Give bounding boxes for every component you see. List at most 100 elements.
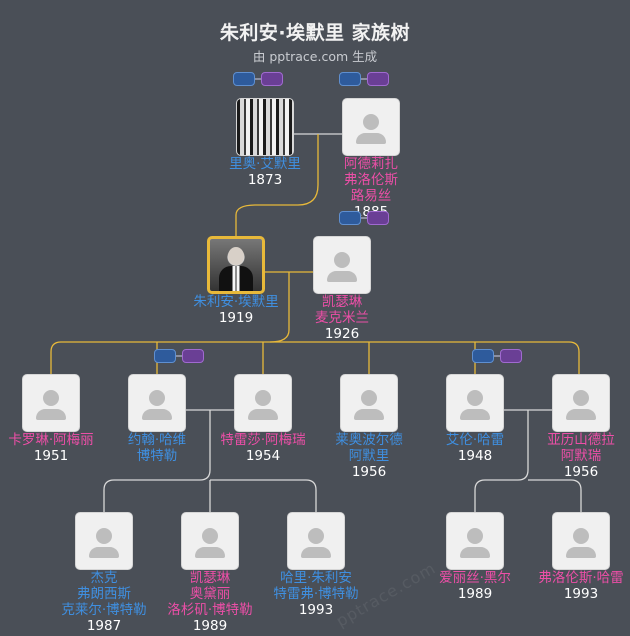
person-card-alice[interactable] bbox=[446, 512, 504, 570]
avatar-placeholder-icon bbox=[43, 390, 59, 406]
expand-toggle[interactable] bbox=[154, 349, 206, 363]
person-card-julian[interactable] bbox=[207, 236, 265, 294]
avatar-placeholder-icon bbox=[96, 528, 112, 544]
person-photo bbox=[342, 98, 400, 156]
person-name: 凯瑟琳 奥黛丽 洛杉矶·博特勒 bbox=[167, 570, 253, 618]
person-name: 亚历山德拉 阿默瑞 bbox=[547, 432, 615, 464]
expand-spouse-button[interactable] bbox=[367, 211, 389, 225]
expand-toggle[interactable] bbox=[472, 349, 524, 363]
expand-ancestors-button[interactable] bbox=[472, 349, 494, 363]
avatar-placeholder-body bbox=[356, 133, 386, 144]
avatar-placeholder-body bbox=[460, 547, 490, 558]
avatar-placeholder-body bbox=[248, 409, 278, 420]
expand-toggle[interactable] bbox=[339, 72, 391, 86]
person-name: 弗洛伦斯·哈雷 bbox=[538, 570, 624, 586]
person-card-theresa[interactable] bbox=[234, 374, 292, 432]
avatar-placeholder-body bbox=[354, 409, 384, 420]
person-card-caroline[interactable] bbox=[22, 374, 80, 432]
person-photo bbox=[236, 98, 294, 156]
birth-year: 1956 bbox=[563, 464, 599, 480]
portrait-photo bbox=[210, 239, 262, 291]
avatar-placeholder-icon bbox=[573, 528, 589, 544]
parent-child-line bbox=[103, 410, 211, 512]
expand-ancestors-button[interactable] bbox=[233, 72, 255, 86]
person-card-leopold[interactable] bbox=[340, 374, 398, 432]
person-name: 莱奥波尔德 阿默里 bbox=[335, 432, 403, 464]
avatar-placeholder-body bbox=[327, 271, 357, 282]
expand-ancestors-button[interactable] bbox=[154, 349, 176, 363]
person-photo bbox=[128, 374, 186, 432]
person-name: 爱丽丝·黑尔 bbox=[439, 570, 511, 586]
person-card-john[interactable] bbox=[128, 374, 186, 432]
person-name: 哈里·朱利安 特雷弗·博特勒 bbox=[273, 570, 359, 602]
person-name: 约翰·哈维 博特勒 bbox=[127, 432, 187, 464]
person-photo bbox=[552, 374, 610, 432]
avatar-placeholder-icon bbox=[573, 390, 589, 406]
expand-spouse-button[interactable] bbox=[182, 349, 204, 363]
avatar-placeholder-icon bbox=[467, 390, 483, 406]
expand-spouse-button[interactable] bbox=[261, 72, 283, 86]
person-photo bbox=[340, 374, 398, 432]
avatar-placeholder-icon bbox=[308, 528, 324, 544]
birth-year: 1919 bbox=[218, 310, 254, 326]
page-title: 朱利安·埃默里 家族树 bbox=[219, 22, 411, 44]
avatar-placeholder-body bbox=[566, 547, 596, 558]
birth-year: 1993 bbox=[298, 602, 334, 618]
person-card-leo[interactable] bbox=[236, 98, 294, 156]
avatar-placeholder-icon bbox=[361, 390, 377, 406]
person-card-catherine[interactable] bbox=[313, 236, 371, 294]
expand-toggle[interactable] bbox=[233, 72, 285, 86]
toggle-link bbox=[361, 217, 367, 219]
person-card-alan[interactable] bbox=[446, 374, 504, 432]
expand-spouse-button[interactable] bbox=[500, 349, 522, 363]
birth-year: 1926 bbox=[324, 326, 360, 342]
person-card-harry[interactable] bbox=[287, 512, 345, 570]
person-name: 艾伦·哈雷 bbox=[445, 432, 505, 448]
person-photo bbox=[446, 374, 504, 432]
person-photo bbox=[207, 236, 265, 294]
person-card-alexandra[interactable] bbox=[552, 374, 610, 432]
avatar-placeholder-body bbox=[36, 409, 66, 420]
person-name: 杰克 弗朗西斯 克莱尔·博特勒 bbox=[61, 570, 147, 618]
avatar-placeholder-icon bbox=[202, 528, 218, 544]
person-label: 约翰·哈维 博特勒 bbox=[92, 432, 222, 464]
person-card-jack[interactable] bbox=[75, 512, 133, 570]
person-card-katherine2[interactable] bbox=[181, 512, 239, 570]
sibling-bar bbox=[50, 341, 580, 374]
person-name: 凯瑟琳 麦克米兰 bbox=[315, 294, 369, 326]
person-name: 阿德莉扎 弗洛伦斯 路易丝 bbox=[344, 156, 398, 204]
person-card-florence[interactable] bbox=[552, 512, 610, 570]
avatar-placeholder-body bbox=[460, 409, 490, 420]
person-card-adelaide[interactable] bbox=[342, 98, 400, 156]
avatar-placeholder-body bbox=[89, 547, 119, 558]
expand-spouse-button[interactable] bbox=[367, 72, 389, 86]
birth-year: 1993 bbox=[563, 586, 599, 602]
expand-toggle[interactable] bbox=[339, 211, 391, 225]
person-photo bbox=[75, 512, 133, 570]
person-photo bbox=[22, 374, 80, 432]
expand-ancestors-button[interactable] bbox=[339, 211, 361, 225]
birth-year: 1987 bbox=[86, 618, 122, 634]
parent-child-line bbox=[210, 479, 317, 512]
person-photo bbox=[446, 512, 504, 570]
person-photo bbox=[234, 374, 292, 432]
person-photo bbox=[287, 512, 345, 570]
birth-year: 1989 bbox=[192, 618, 228, 634]
birth-year: 1873 bbox=[247, 172, 283, 188]
portrait-photo bbox=[237, 99, 293, 155]
person-name: 特雷莎·阿梅瑞 bbox=[220, 432, 306, 448]
avatar-placeholder-icon bbox=[334, 252, 350, 268]
expand-ancestors-button[interactable] bbox=[339, 72, 361, 86]
